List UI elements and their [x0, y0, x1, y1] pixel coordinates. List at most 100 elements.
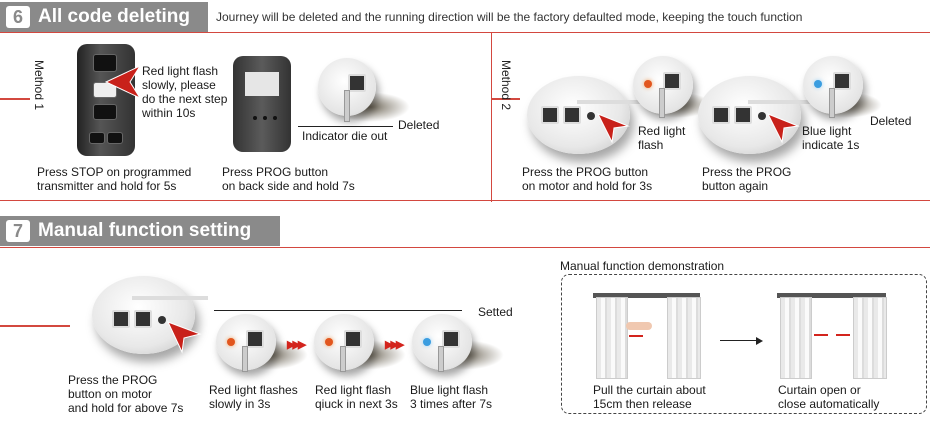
curtain-panel — [667, 297, 701, 379]
section-7-header: 7 Manual function setting — [0, 216, 280, 246]
step-line: button on motor — [68, 387, 153, 401]
port — [712, 106, 730, 124]
curtain-panel — [853, 297, 887, 379]
led-closeup-red-quick — [314, 314, 374, 372]
port — [348, 74, 366, 92]
method-2-deleted: Deleted — [870, 114, 912, 128]
step-line: Press STOP on programmed — [37, 165, 192, 179]
callout-line: do the next step — [142, 92, 228, 106]
stop-button — [93, 82, 117, 98]
step-line: Press the PROG — [68, 373, 158, 387]
curtain-panel — [596, 297, 628, 379]
led-closeup-blue — [412, 314, 472, 372]
method-2-step-1: Press the PROG button on motor and hold … — [522, 165, 652, 193]
port — [246, 330, 264, 348]
section-6-title: All code deleting — [38, 6, 191, 27]
method-2-label: Method 2 — [499, 60, 513, 111]
red-light-callout: Red light flash — [638, 124, 685, 152]
section-6-note: Journey will be deleted and the running … — [216, 10, 803, 24]
arrow-left-icon — [629, 335, 643, 337]
led-closeup-blue — [803, 56, 863, 118]
channel-button — [107, 132, 123, 144]
step-line: transmitter and hold for 5s — [37, 179, 177, 193]
motor-head — [698, 76, 818, 154]
led1-caption: Red light flashes slowly in 3s — [209, 383, 298, 411]
motor-closeup — [318, 58, 376, 122]
step-line: on back side and hold 7s — [222, 179, 355, 193]
down-button — [93, 104, 117, 120]
divider — [0, 98, 30, 100]
port — [344, 330, 362, 348]
remote-transmitter — [77, 44, 135, 156]
back-label — [245, 72, 279, 96]
section-7-number: 7 — [6, 220, 30, 242]
port — [134, 310, 152, 328]
callout-line: within 10s — [142, 106, 196, 120]
method-2-step-2: Press the PROG button again — [702, 165, 791, 193]
blue-led-icon — [423, 338, 431, 346]
indicator-text: Indicator die out — [302, 129, 388, 143]
prog-hole — [253, 116, 257, 120]
caption-line: Red light flashes — [209, 383, 298, 397]
red-led-icon — [325, 338, 333, 346]
caption-line: qiuck in next 3s — [315, 397, 398, 411]
result-line — [214, 310, 462, 311]
caption-line: Pull the curtain about — [593, 383, 706, 397]
led — [758, 112, 766, 120]
setted-text: Setted — [478, 305, 513, 319]
blue-light-callout: Blue light indicate 1s — [802, 124, 859, 152]
led — [158, 316, 166, 324]
method-1-step-2: Press PROG button on back side and hold … — [222, 165, 355, 193]
shaft — [577, 100, 647, 104]
callout-line: indicate 1s — [802, 138, 860, 152]
blue-led-icon — [814, 80, 822, 88]
step-line: on motor and hold for 3s — [522, 179, 653, 193]
section-6-header: 6 All code deleting — [0, 2, 208, 32]
callout-line: Red light flash — [142, 64, 219, 78]
demo-left-caption: Pull the curtain about 15cm then release — [593, 383, 706, 411]
caption-line: close automatically — [778, 397, 880, 411]
shaft — [748, 100, 818, 104]
step-line: button again — [702, 179, 769, 193]
cable — [242, 346, 248, 372]
caption-line: Red light flash — [315, 383, 392, 397]
method-1-label: Method 1 — [32, 60, 46, 111]
divider — [0, 247, 930, 248]
channel-button — [89, 132, 105, 144]
step-line: Press the PROG — [702, 165, 792, 179]
pointer-arrow-icon — [596, 113, 630, 144]
led — [587, 112, 595, 120]
callout-line: slowly, please — [142, 78, 216, 92]
cable — [344, 90, 350, 122]
up-button — [93, 54, 117, 72]
result-line — [298, 126, 393, 127]
port — [734, 106, 752, 124]
prog-hole — [273, 116, 277, 120]
led-closeup-red — [633, 56, 693, 118]
cable — [340, 346, 346, 372]
transmitter-back — [233, 56, 291, 152]
method-1-step-1: Press STOP on programmed transmitter and… — [37, 165, 191, 193]
cable — [438, 346, 444, 372]
step-line: Press the PROG button — [522, 165, 649, 179]
deleted-text: Deleted — [398, 118, 440, 132]
demo-right-caption: Curtain open or close automatically — [778, 383, 879, 411]
caption-line: Blue light flash — [410, 383, 489, 397]
arrow-left-icon — [836, 334, 850, 336]
led3-caption: Blue light flash 3 times after 7s — [410, 383, 492, 411]
port — [112, 310, 130, 328]
cable — [659, 88, 665, 118]
callout-line: Red light — [638, 124, 686, 138]
led-closeup-red-slow — [216, 314, 276, 372]
caption-line: slowly in 3s — [209, 397, 271, 411]
port — [833, 72, 851, 90]
port — [541, 106, 559, 124]
divider — [0, 325, 70, 327]
curtain-rod — [777, 293, 886, 298]
cable — [829, 88, 835, 118]
caption-line: 15cm then release — [593, 397, 692, 411]
led2-caption: Red light flash qiuck in next 3s — [315, 383, 398, 411]
callout-line: flash — [638, 138, 664, 152]
arrow-right-icon — [814, 334, 828, 336]
arrow-right-icon — [756, 337, 763, 345]
